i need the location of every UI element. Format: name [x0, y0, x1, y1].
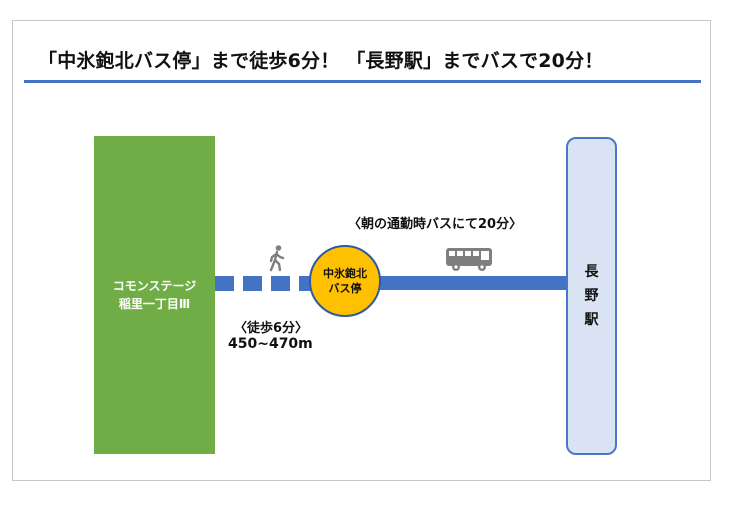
- bus-stop-name-line-1: 中氷鉋北: [323, 267, 367, 280]
- bus-route-line: [375, 276, 567, 290]
- origin-building-box: コモンステージ 稲里一丁目Ⅲ: [94, 136, 215, 454]
- walking-person-icon: [269, 245, 285, 272]
- station-name-char: 野: [584, 288, 599, 304]
- bus-icon: [446, 248, 492, 271]
- walk-route-dash: [299, 276, 311, 291]
- walk-route-dash: [243, 276, 262, 291]
- station-box: 長 野 駅: [566, 137, 617, 455]
- walk-duration-label: 〈徒歩6分〉: [234, 321, 309, 336]
- bus-stop-marker: 中氷鉋北 バス停: [309, 245, 381, 317]
- bus-stop-name-line-2: バス停: [328, 282, 362, 295]
- bus-duration-label: 〈朝の通勤時バスにて20分〉: [348, 217, 523, 232]
- origin-name-line-1: コモンステージ: [112, 279, 197, 293]
- walk-route-dash: [215, 276, 234, 291]
- origin-name-line-2: 稲里一丁目Ⅲ: [118, 297, 191, 311]
- walk-route-dash: [271, 276, 290, 291]
- walk-distance-label: 450~470m: [228, 336, 313, 352]
- station-name-char: 駅: [584, 312, 599, 328]
- station-name-char: 長: [584, 264, 599, 280]
- page-title: 「中氷鉋北バス停」まで徒歩6分！ 「長野駅」までバスで20分！: [38, 50, 604, 72]
- title-underline: [24, 80, 701, 83]
